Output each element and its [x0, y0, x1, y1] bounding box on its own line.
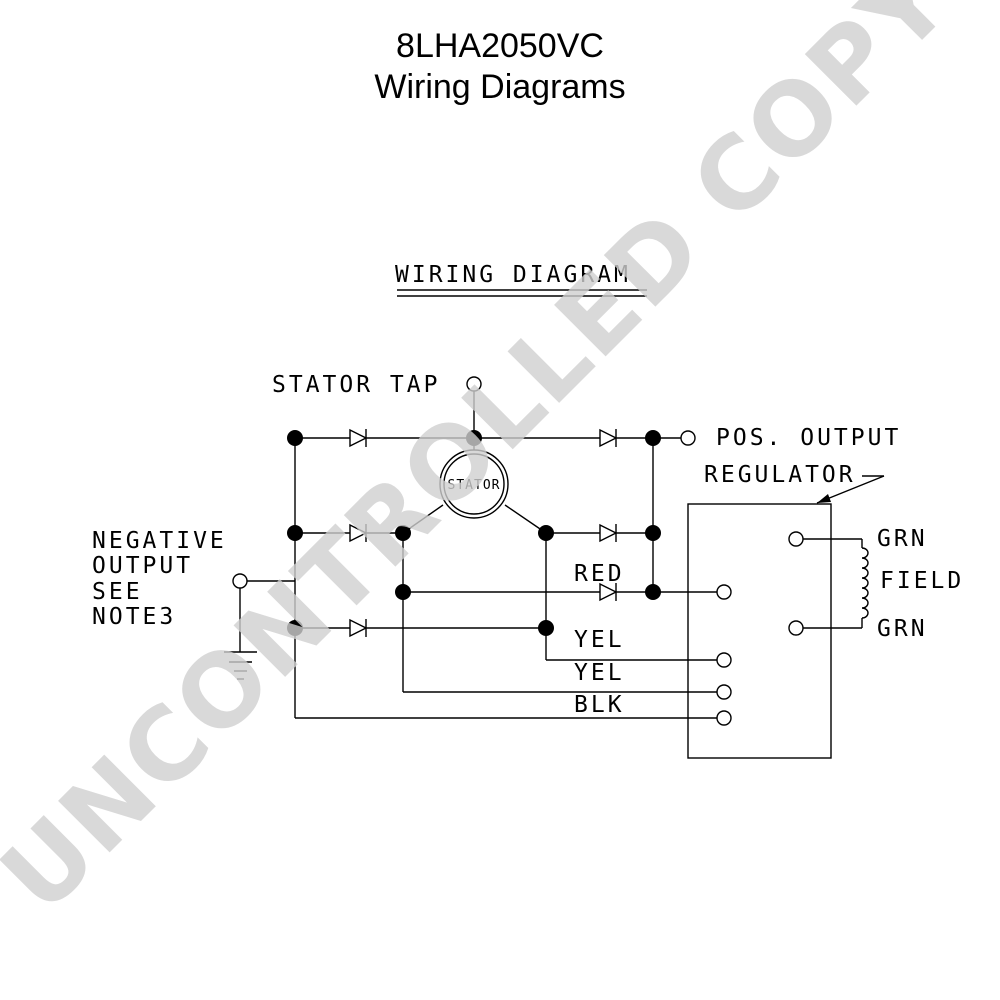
wire-label-grn-2: GRN	[877, 616, 928, 642]
wire-label-red: RED	[574, 561, 625, 587]
diode-mid-left	[349, 523, 368, 543]
negative-output-line-2: OUTPUT	[92, 553, 193, 579]
junction-dots	[287, 430, 661, 636]
diagram-subtitle: Wiring Diagrams	[374, 68, 626, 106]
regulator-terminal-ground	[716, 710, 732, 726]
wire-label-blk: BLK	[574, 692, 625, 718]
regulator-label: REGULATOR	[704, 462, 856, 488]
field-coil-icon	[861, 547, 869, 619]
diode-red	[599, 582, 618, 602]
pos-output-label: POS. OUTPUT	[716, 425, 901, 451]
diagram-model-title: 8LHA2050VC	[396, 27, 604, 65]
stator-tap-terminal	[466, 376, 482, 392]
regulator-terminal-grn-top	[788, 531, 804, 547]
stator-inner-ring	[443, 453, 505, 515]
regulator-terminal-blk	[716, 684, 732, 700]
pos-output-terminal	[680, 430, 696, 446]
negative-output-terminal	[232, 573, 248, 589]
regulator-terminal-grn-bottom	[788, 620, 804, 636]
wiring-diagram-heading: WIRING DIAGRAM	[395, 262, 631, 288]
regulator-terminal-red	[716, 584, 732, 600]
negative-output-line-4: NOTE3	[92, 604, 176, 630]
negative-output-line-1: NEGATIVE	[92, 528, 227, 554]
regulator-leader-arrow	[817, 494, 831, 503]
stator-phase-left	[402, 504, 444, 534]
stator-label: STATOR	[448, 478, 501, 493]
stator-phase-right	[504, 504, 547, 534]
diode-top-left	[349, 428, 368, 448]
diode-lower-left	[349, 618, 368, 638]
negative-output-line-3: SEE	[92, 579, 143, 605]
diode-mid-right	[599, 523, 618, 543]
diode-top-right	[599, 428, 618, 448]
wire-label-grn-1: GRN	[877, 526, 928, 552]
stator-tap-label: STATOR TAP	[272, 372, 440, 398]
regulator-box	[687, 503, 832, 759]
field-label: FIELD	[880, 568, 964, 594]
wire-label-yel-2: YEL	[574, 660, 625, 686]
wire-label-yel-1: YEL	[574, 627, 625, 653]
regulator-terminal-yel	[716, 652, 732, 668]
